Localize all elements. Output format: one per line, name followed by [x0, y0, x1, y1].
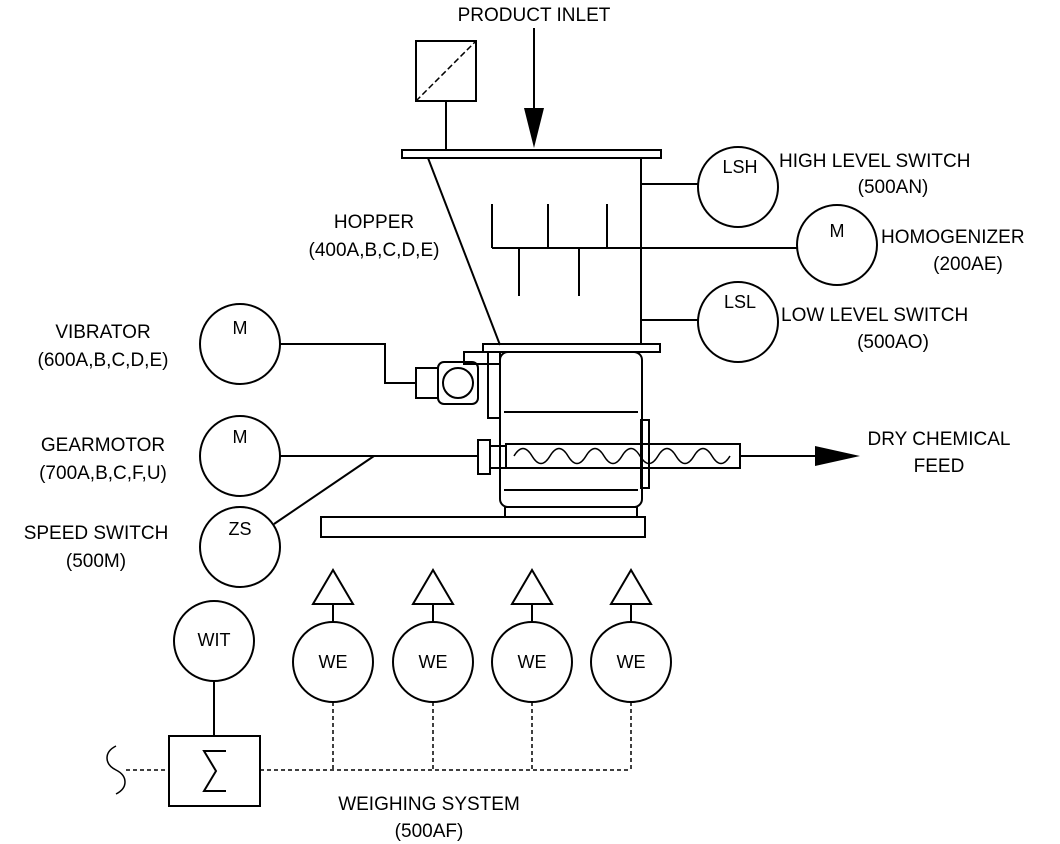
- low-level-switch-label: LOW LEVEL SWITCH: [781, 305, 968, 326]
- load-cell-triangle-icon: [311, 568, 355, 605]
- speed-switch-tag: ZS: [228, 519, 251, 539]
- wit-tag: WIT: [198, 630, 231, 650]
- product-inlet-label: PRODUCT INLET: [458, 5, 611, 26]
- hopper-code: (400A,B,C,D,E): [309, 240, 440, 261]
- hopper-label: HOPPER: [334, 212, 414, 233]
- homogenizer-label: HOMOGENIZER: [881, 227, 1025, 248]
- low-level-switch-code: (500AO): [857, 332, 929, 353]
- weighing-system: WE WE WE WE WIT WEIGHING: [106, 568, 672, 842]
- weigh-element: WE: [292, 621, 374, 703]
- weigh-element: WE: [590, 621, 672, 703]
- summation-icon: [202, 750, 226, 792]
- weighing-system-label: WEIGHING SYSTEM: [338, 794, 520, 815]
- hopper: [401, 149, 798, 346]
- high-level-switch-label: HIGH LEVEL SWITCH: [779, 151, 970, 172]
- weigh-element-tag: WE: [518, 652, 547, 672]
- lsh-tag: LSH: [722, 157, 757, 177]
- vibrator-unit: [280, 343, 501, 405]
- lsl-tag: LSL: [724, 292, 756, 312]
- weigh-element-tag: WE: [319, 652, 348, 672]
- product-inlet: PRODUCT INLET: [458, 5, 611, 148]
- homogenizer-motor: M: [796, 204, 878, 286]
- inlet-arrow-icon: [524, 108, 544, 148]
- load-cell-triangle-icon: [609, 568, 653, 605]
- speed-switch-code: (500M): [66, 551, 126, 572]
- vibrator-label: VIBRATOR: [55, 322, 150, 343]
- load-cell-triangle-icon: [411, 568, 455, 605]
- weighing-system-code: (500AF): [395, 821, 464, 842]
- feeder-body: [320, 343, 661, 538]
- signal-break-icon: [106, 745, 126, 795]
- vibrator-motor-tag: M: [233, 318, 248, 338]
- speed-switch-instrument: ZS: [199, 506, 281, 588]
- weigh-element-tag: WE: [617, 652, 646, 672]
- weigh-element: WE: [392, 621, 474, 703]
- homogenizer-motor-tag: M: [830, 221, 845, 241]
- weigh-element: WE: [491, 621, 573, 703]
- vibrator-motor: M: [199, 303, 281, 385]
- lsh-instrument: LSH: [697, 146, 779, 228]
- dry-chemical-feed-label: DRY CHEMICAL: [868, 429, 1011, 450]
- gearmotor-label: GEARMOTOR: [41, 435, 165, 456]
- load-cell-triangle-icon: [510, 568, 554, 605]
- homogenizer-code: (200AE): [933, 254, 1003, 275]
- gearmotor-code: (700A,B,C,F,U): [39, 463, 167, 484]
- gearmotor-motor-tag: M: [233, 427, 248, 447]
- dry-chemical-feed-label-line2: FEED: [914, 456, 965, 477]
- wit-instrument: WIT: [173, 600, 255, 682]
- gearmotor-motor: M: [199, 415, 281, 497]
- feed-arrow-icon: [815, 446, 860, 466]
- high-level-switch-code: (500AN): [858, 177, 929, 198]
- speed-switch-label: SPEED SWITCH: [24, 523, 169, 544]
- inlet-transmitter-box: [415, 40, 477, 150]
- weigh-element-tag: WE: [419, 652, 448, 672]
- lsl-instrument: LSL: [697, 281, 779, 363]
- screw-conveyor: [273, 439, 860, 525]
- vibrator-code: (600A,B,C,D,E): [38, 350, 169, 371]
